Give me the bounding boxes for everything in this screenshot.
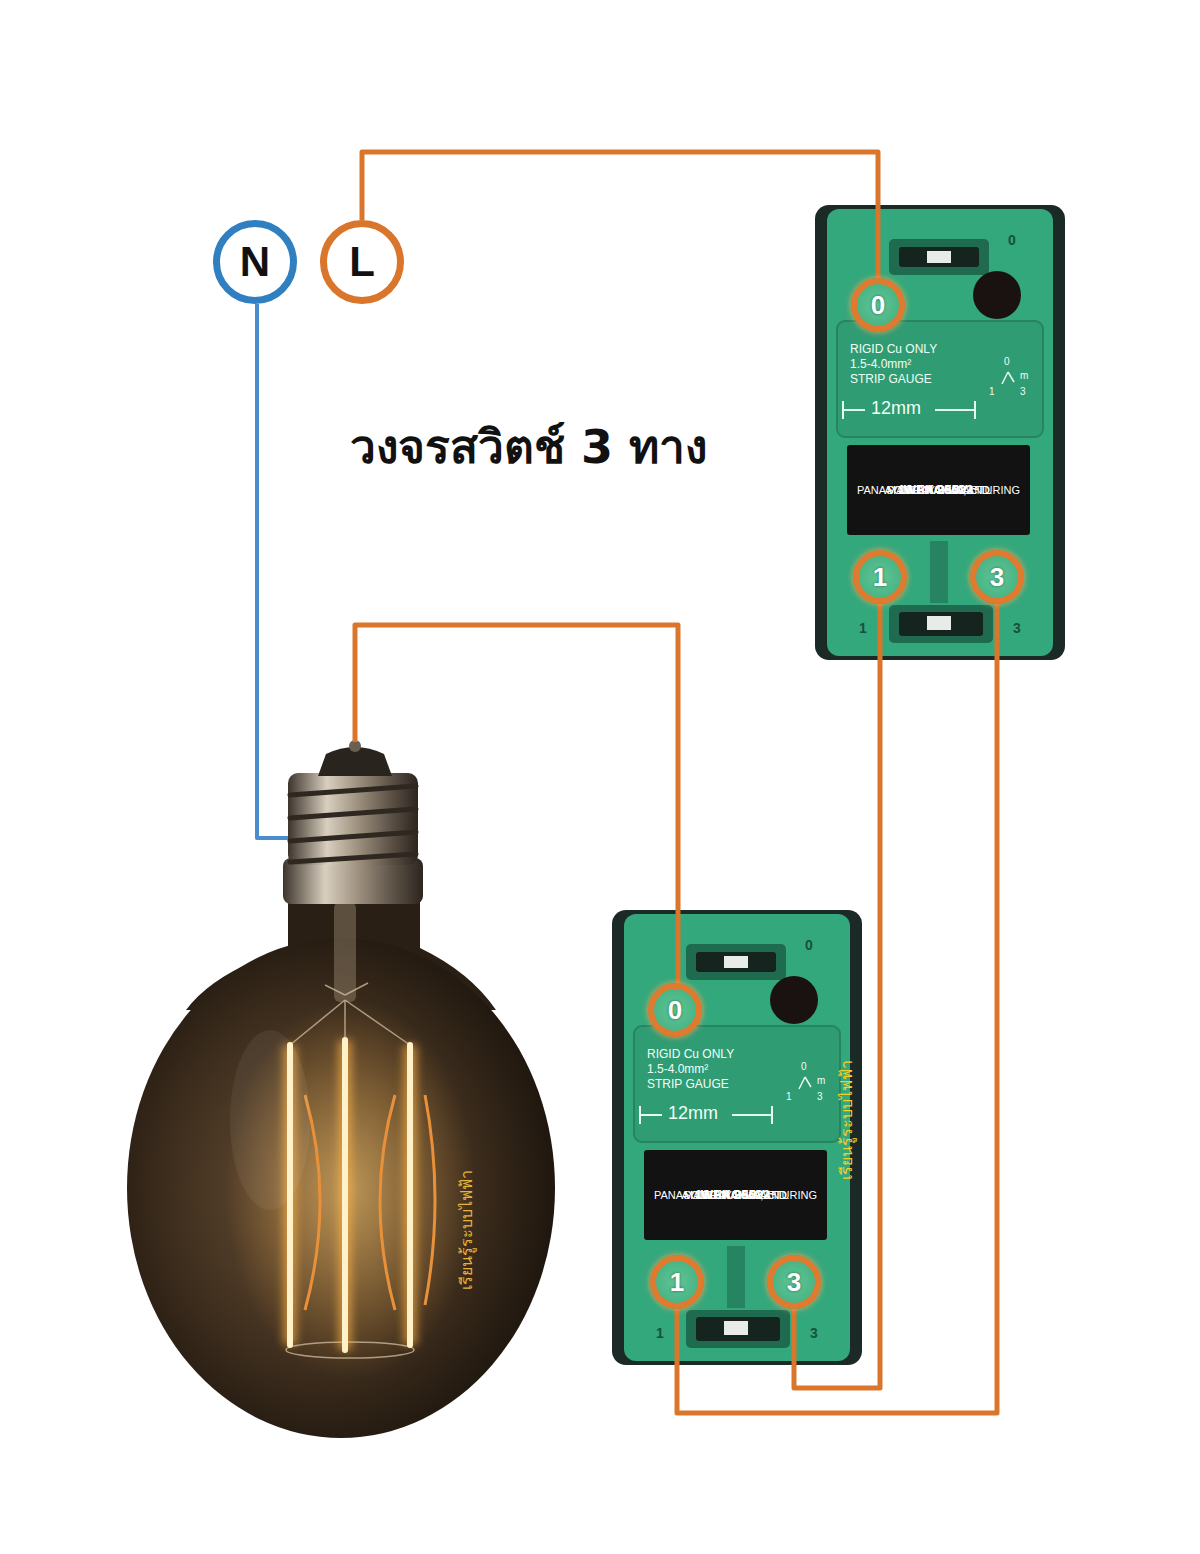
terminal-label: 3 — [990, 563, 1004, 592]
wire — [362, 152, 878, 278]
wire — [677, 604, 997, 1413]
lamp-wire — [355, 625, 678, 985]
printed-marking: RIGID Cu ONLY — [850, 343, 937, 356]
printed-marking: 0 — [805, 938, 813, 953]
screw-terminal: 3 — [767, 1255, 821, 1309]
terminal-label: 1 — [873, 563, 887, 592]
printed-marking: STRIP GAUGE — [850, 373, 932, 386]
printed-marking: m — [1020, 370, 1028, 381]
switch-body — [612, 910, 862, 1365]
printed-marking: 0 — [801, 1061, 807, 1072]
light-bulb — [127, 740, 555, 1438]
printed-marking: RIGID Cu ONLY — [647, 1048, 734, 1061]
screw-terminal: 3 — [970, 550, 1024, 604]
live-terminal: L — [320, 220, 404, 304]
printed-marking: 1 — [786, 1091, 792, 1102]
printed-marking: 12mm — [668, 1104, 718, 1124]
printed-marking: 12mm — [871, 399, 921, 419]
label-text: MADE IN THAILAND — [684, 1189, 787, 1201]
screw-terminal: 0 — [648, 983, 702, 1037]
printed-marking: 3 — [817, 1091, 823, 1102]
printed-marking: 3 — [1020, 386, 1026, 397]
neutral-wire — [257, 304, 288, 838]
rating-label: WEAG552216 AX 250V ~PANASONIC MANUFACTUR… — [847, 445, 1030, 535]
terminal-label: 1 — [670, 1268, 684, 1297]
label-text: MADE IN THAILAND — [887, 484, 990, 496]
switch-body — [815, 205, 1065, 660]
neutral-terminal: N — [213, 220, 297, 304]
switch-module: 0WEAG552216 AX 250V ~PANASONIC MANUFACTU… — [815, 205, 1065, 660]
printed-marking: 3 — [810, 1326, 818, 1341]
printed-marking: 0 — [1008, 233, 1016, 248]
printed-marking: 1.5-4.0mm² — [850, 358, 911, 371]
printed-marking: 1 — [989, 386, 995, 397]
screw-terminal: 0 — [851, 278, 905, 332]
screw-terminal: 1 — [853, 550, 907, 604]
printed-marking: m — [817, 1075, 825, 1086]
printed-marking: 0 — [1004, 356, 1010, 367]
rating-label: WEAG552216 AX 250V ~PANASONIC MANUFACTUR… — [644, 1150, 827, 1240]
printed-marking: 3 — [1013, 621, 1021, 636]
printed-marking: 1 — [859, 621, 867, 636]
terminal-label: L — [349, 241, 375, 283]
switch-module: 0WEAG552216 AX 250V ~PANASONIC MANUFACTU… — [612, 910, 862, 1365]
diagram-title: วงจรสวิตช์ 3 ทาง — [350, 410, 707, 483]
terminal-label: 0 — [668, 996, 682, 1025]
watermark: เรียนรู้ระบบไฟฟ้า — [454, 1170, 479, 1290]
terminal-label: 3 — [787, 1268, 801, 1297]
terminal-label: N — [240, 241, 270, 283]
watermark: เรียนรู้ระบบไฟฟ้า — [834, 1060, 859, 1180]
screw-terminal: 1 — [650, 1255, 704, 1309]
terminal-label: 0 — [871, 291, 885, 320]
printed-marking: 1.5-4.0mm² — [647, 1063, 708, 1076]
printed-marking: 1 — [656, 1326, 664, 1341]
printed-marking: STRIP GAUGE — [647, 1078, 729, 1091]
